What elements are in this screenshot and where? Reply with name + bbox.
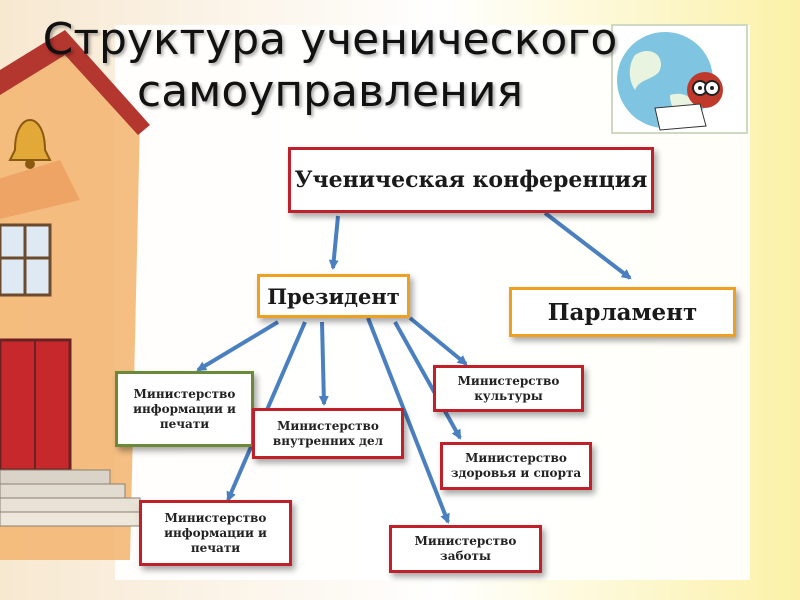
school-logo <box>611 24 748 134</box>
arrow-conference-parliament <box>543 211 632 280</box>
node-label: Министерство информации и печати <box>133 386 236 431</box>
node-label: Министерство здоровья и спорта <box>450 451 582 480</box>
arrow-president-care <box>366 317 450 524</box>
arrow-president-internal <box>318 321 329 406</box>
node-president: Президент <box>257 274 410 318</box>
node-ministry-information-2: Министерство информации и печати <box>139 500 292 566</box>
node-ministry-care: Министерство заботы <box>389 525 542 573</box>
school-house-illustration <box>0 30 156 560</box>
arrow-president-info-1 <box>196 320 280 372</box>
arrow-president-culture <box>408 316 468 366</box>
node-ministry-information-1: Министерство информации и печати <box>115 371 254 447</box>
node-ministry-culture: Министерство культуры <box>433 365 584 412</box>
node-label: Ученическая конференция <box>294 167 648 193</box>
node-label: Президент <box>267 283 400 309</box>
node-ministry-health-sport: Министерство здоровья и спорта <box>440 442 592 490</box>
node-parliament: Парламент <box>509 287 736 337</box>
node-label: Министерство культуры <box>457 373 560 403</box>
node-label: Министерство информации и печати <box>164 510 267 555</box>
node-student-conference: Ученическая конференция <box>288 147 654 213</box>
page-title: Структура ученического самоуправления <box>42 14 618 117</box>
arrow-president-health <box>393 321 462 440</box>
node-label: Министерство внутренних дел <box>272 418 384 448</box>
arrow-conference-president <box>328 215 340 270</box>
node-label: Парламент <box>547 298 698 326</box>
node-label: Министерство заботы <box>414 534 517 563</box>
bell-icon <box>8 119 52 161</box>
node-ministry-internal-affairs: Министерство внутренних дел <box>252 408 404 459</box>
